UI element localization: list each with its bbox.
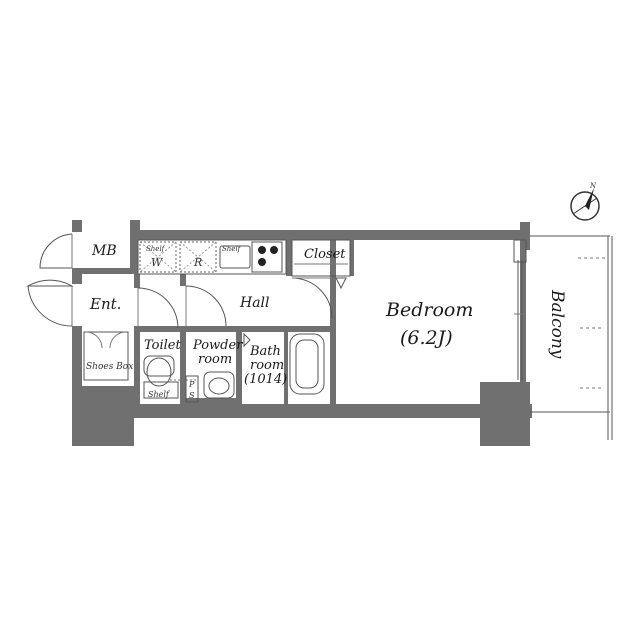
label-bath-2: room (250, 358, 284, 373)
label-toilet-shelf: Shelf (148, 390, 171, 399)
walls (72, 220, 532, 446)
label-w: W (151, 256, 164, 269)
powder-sink (203, 371, 235, 399)
label-powder-2: room (198, 352, 232, 367)
label-toilet: Toilet (144, 338, 181, 353)
label-powder-1: Powder (192, 338, 243, 353)
shoes-box (83, 331, 129, 381)
toilet-fixture (143, 355, 199, 403)
label-balcony: Balcony (547, 289, 567, 359)
north-compass-icon (570, 188, 600, 221)
label-closet: Closet (304, 247, 346, 262)
entry-doors (26, 233, 74, 327)
bedroom-window (513, 239, 527, 380)
label-north: N (589, 182, 597, 190)
label-ent: Ent. (89, 295, 121, 313)
label-mb: MB (91, 243, 117, 259)
balcony (530, 235, 613, 440)
kitchen-strip (137, 239, 287, 275)
label-bedroom: Bedroom (385, 299, 473, 321)
bathtub (243, 332, 325, 395)
label-ps-1: P (188, 380, 195, 389)
label-shelf-w: Shelf (146, 245, 166, 253)
label-ps-2: S (189, 391, 195, 400)
label-bath-3: (1014) (244, 372, 287, 387)
label-r: R (193, 256, 202, 269)
label-shoes-box: Shoes Box (86, 362, 133, 372)
hall-doors (137, 277, 333, 329)
closet (291, 239, 351, 290)
label-bath-1: Bath (249, 344, 281, 359)
label-hall: Hall (239, 295, 270, 311)
label-shelf-kitchen: Shelf (222, 245, 242, 253)
label-bedroom-size: (6.2J) (400, 327, 453, 349)
